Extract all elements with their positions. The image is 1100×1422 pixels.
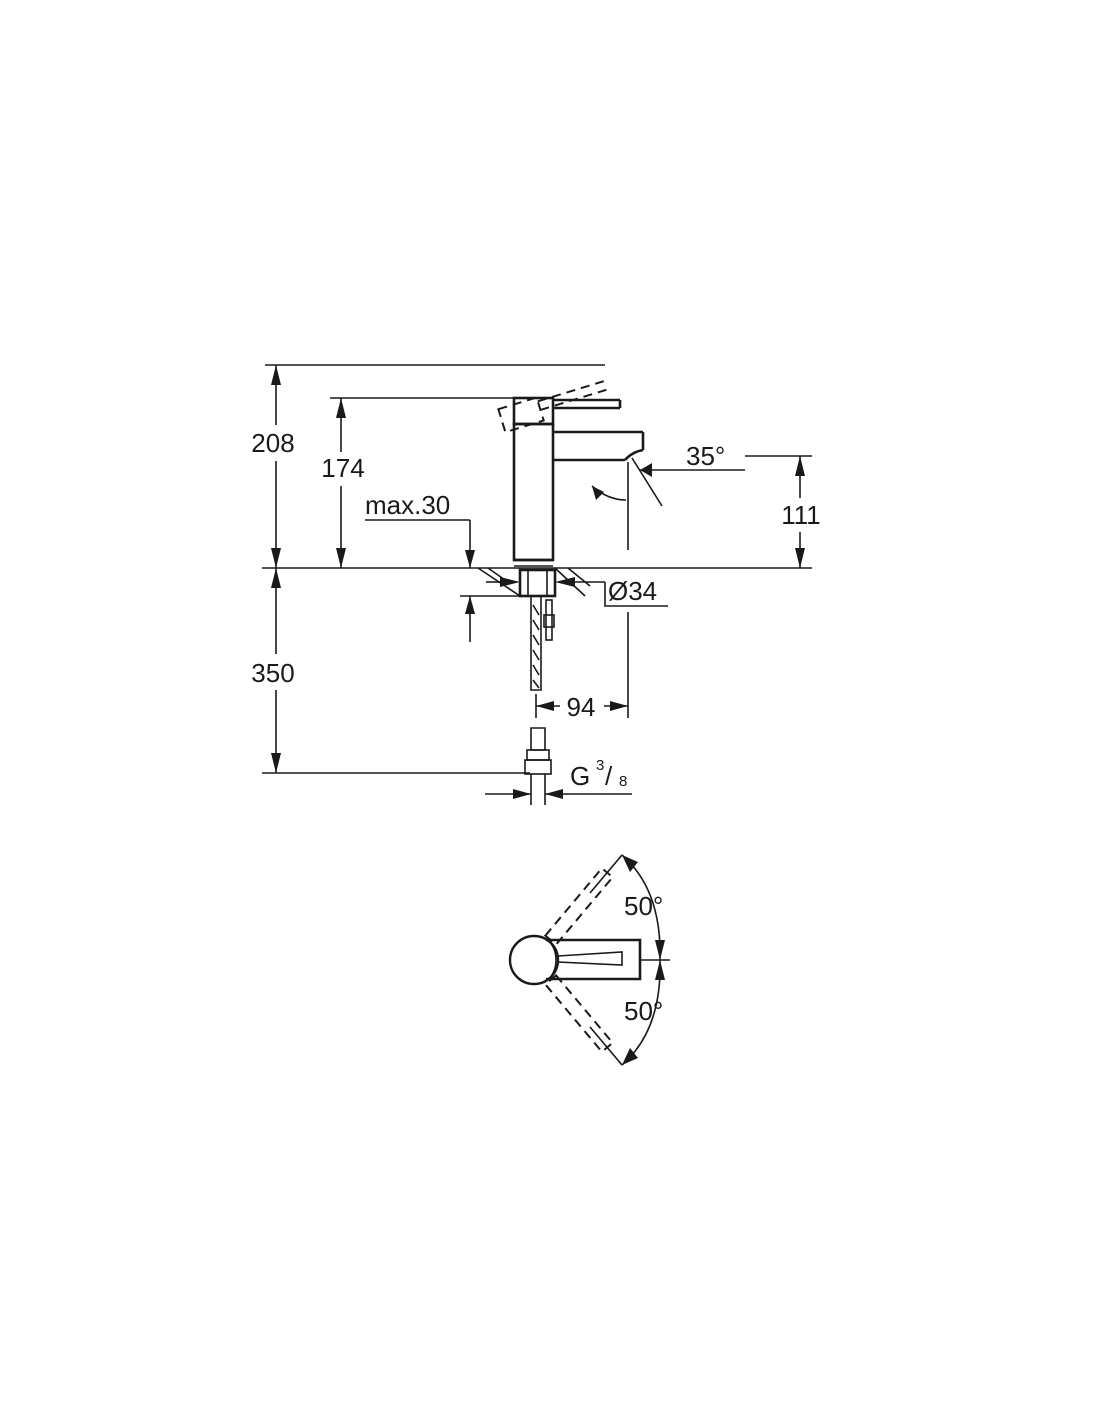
lever-rotated-down [543, 974, 615, 1054]
deck-hatch-4 [567, 567, 591, 587]
flexible-hose-left-braid [532, 604, 540, 689]
dim-350-label: 350 [251, 658, 294, 688]
dia-34-leader [604, 582, 668, 607]
dim-208-arrow-top [271, 365, 281, 385]
angle-50-top-label: 50° [624, 891, 663, 921]
thread-prefix: G [570, 761, 590, 791]
dim-94-arrow-right [610, 701, 628, 711]
dim-max30-arrow-top [465, 550, 475, 568]
rotation-ray-bottom [589, 1026, 623, 1066]
dim-max30-arrow-bottom [465, 596, 475, 614]
dim-max30-label: max.30 [365, 490, 450, 520]
lever-top-slot [557, 951, 623, 966]
dim-94-label-bg [560, 692, 604, 718]
thread-numerator: 3 [596, 757, 604, 774]
mounting-nut [518, 568, 557, 598]
spout-outlet [624, 448, 644, 461]
hose-fitting-right-nut [543, 614, 555, 628]
lever-alternate-top [537, 379, 607, 403]
hose-fitting-right [545, 599, 553, 641]
lever-alternate-cap [497, 396, 545, 434]
connector-nut-1 [526, 749, 550, 761]
dim-174-arrow-top [336, 398, 346, 418]
connector-nut-2 [524, 759, 552, 775]
spout-top-outline [546, 938, 642, 981]
dim-208-label-bg [240, 425, 304, 461]
dia-34-label: Ø34 [608, 576, 657, 606]
body-top-inner-arc [547, 939, 557, 981]
dim-350-arrow-bottom [271, 753, 281, 773]
lever-alternate-position [497, 379, 610, 434]
lever-rotated-up [543, 866, 615, 946]
flexible-hose-left [530, 596, 542, 691]
thread-slash: / [605, 761, 613, 791]
angle-50-bottom-arrow-start [655, 960, 665, 980]
angle-35-ray [631, 457, 663, 507]
angle-50-bottom-label: 50° [624, 996, 663, 1026]
dim-111-label: 111 [781, 500, 821, 530]
dim-111-arrow-top [795, 456, 805, 476]
side-view: 208 174 max.30 [240, 364, 830, 805]
dim-111-arrow-bottom [795, 548, 805, 568]
dia-34-arrow-right [555, 577, 575, 587]
thread-arrow-left [513, 789, 531, 799]
dim-350-arrow-top [271, 568, 281, 588]
dim-208-arrow-bottom [271, 548, 281, 568]
lever-alternate-bottom [540, 387, 610, 411]
angle-50-top-arrow-end [655, 940, 665, 960]
dim-174-arrow-bottom [336, 548, 346, 568]
dim-174-label: 174 [321, 453, 364, 483]
connector-top [530, 727, 546, 751]
angle-50-top-arrow [622, 855, 638, 872]
angle-35-leader-arrow [640, 463, 652, 477]
dim-174-label-bg [312, 452, 374, 486]
dim-350-label-bg [240, 654, 304, 690]
lever-rotated-down-shape [543, 974, 615, 1054]
thread-arrow-right [545, 789, 563, 799]
dim-208-label: 208 [251, 428, 294, 458]
top-view: 50° 50° [508, 854, 670, 1066]
lever-rotated-up-shape [543, 866, 615, 946]
faucet-body [512, 422, 555, 562]
rotation-ray-top [589, 854, 623, 894]
dim-94-label: 94 [567, 692, 596, 722]
dim-111-label-bg [772, 498, 830, 532]
angle-50-bottom-arrow [622, 1048, 638, 1065]
angle-35-label: 35° [686, 441, 725, 471]
dia-34-arrow-left [500, 577, 520, 587]
dim-94-arrow-left [536, 701, 554, 711]
angle-35-arc-arrow [592, 486, 604, 500]
thread-denominator: 8 [619, 773, 627, 790]
